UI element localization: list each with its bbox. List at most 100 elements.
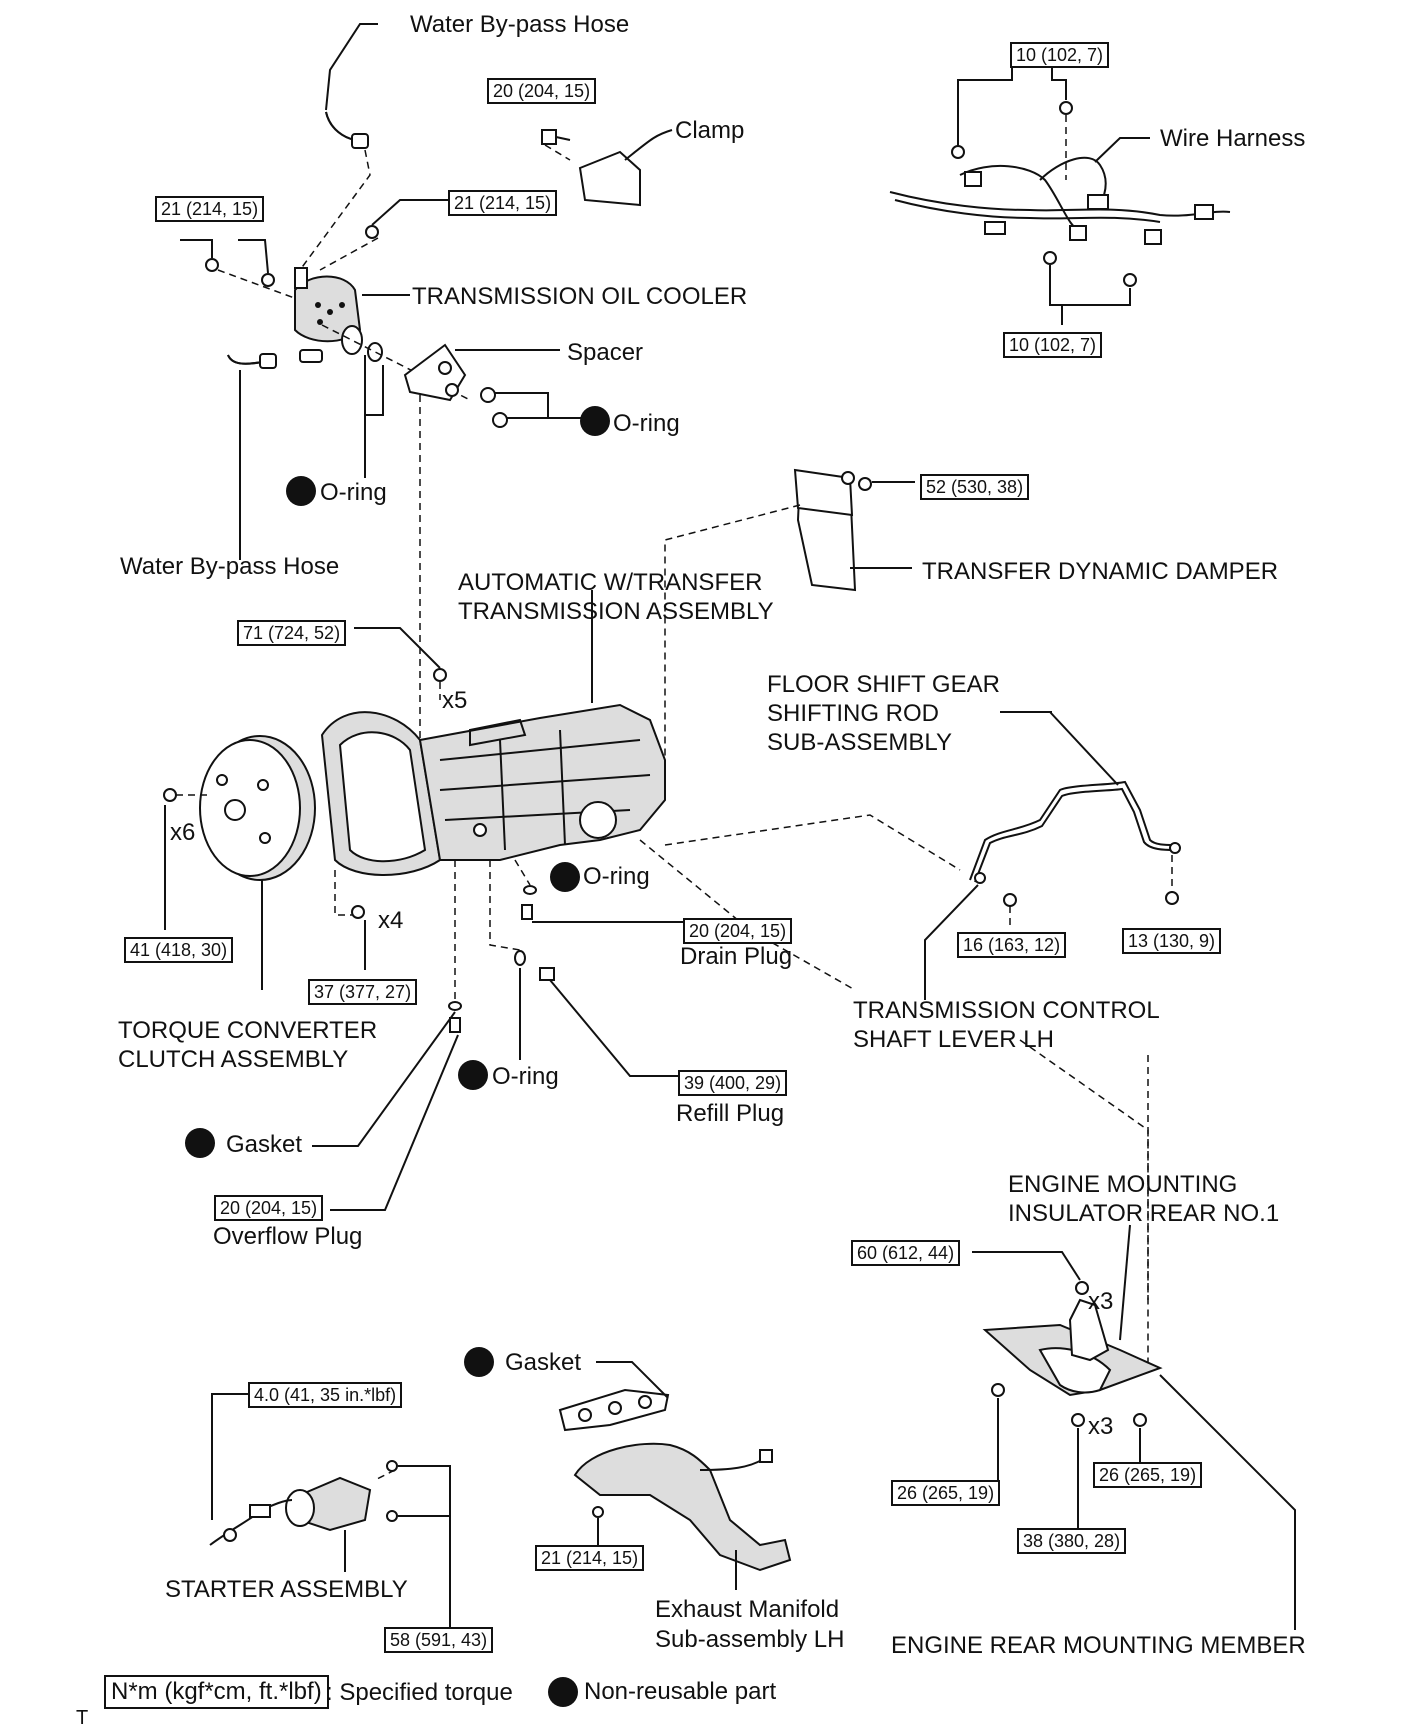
label-emi-line1: ENGINE MOUNTING <box>1008 1171 1238 1198</box>
label-spacer: Spacer <box>567 339 644 366</box>
torque-box: 60 (612, 44) <box>851 1240 961 1266</box>
label-x6: x6 <box>170 819 196 846</box>
bolt-icon <box>1075 1281 1089 1295</box>
non-reusable-icon <box>548 1677 578 1707</box>
label-clamp: Clamp <box>675 117 745 144</box>
torque-box: 21 (214, 15) <box>535 1545 645 1571</box>
overflow-plug-icon <box>449 1017 461 1033</box>
label-torque-conv-line2: CLUTCH ASSEMBLY <box>118 1046 349 1073</box>
label-x4: x4 <box>378 907 404 934</box>
nut-icon <box>1003 893 1017 907</box>
label-starter-assembly: STARTER ASSEMBLY <box>165 1576 408 1603</box>
torque-box: 21 (214, 15) <box>448 190 558 216</box>
water-bypass-hose-top-part <box>325 23 378 149</box>
non-reusable-icon <box>185 1128 215 1158</box>
label-gasket-overflow: Gasket <box>226 1131 303 1158</box>
label-drain-plug: Drain Plug <box>680 943 793 970</box>
o-ring-icon <box>514 950 526 966</box>
transmission-oil-cooler-part <box>294 267 410 363</box>
label-wire-harness: Wire Harness <box>1160 125 1306 152</box>
label-overflow-plug: Overflow Plug <box>213 1223 363 1250</box>
o-ring-icon <box>523 885 537 895</box>
label-refill-plug: Refill Plug <box>676 1100 785 1127</box>
torque-box: 20 (204, 15) <box>487 78 597 104</box>
label-tcs-line2: SHAFT LEVER LH <box>853 1026 1054 1053</box>
o-ring-icon <box>480 387 496 403</box>
label-auto-trans-line2: TRANSMISSION ASSEMBLY <box>458 598 774 625</box>
starter-assembly-part <box>209 1460 398 1546</box>
label-exhaust-line2: Sub-assembly LH <box>655 1626 845 1653</box>
label-exhaust-line1: Exhaust Manifold <box>655 1596 840 1623</box>
bolt-icon <box>261 273 275 287</box>
torque-box: 10 (102, 7) <box>1010 42 1110 68</box>
label-transfer-dynamic-damper: TRANSFER DYNAMIC DAMPER <box>922 558 1279 585</box>
bolt-icon <box>592 1506 604 1518</box>
label-transmission-oil-cooler: TRANSMISSION OIL COOLER <box>412 283 748 310</box>
torque-box: 38 (380, 28) <box>1017 1528 1127 1554</box>
torque-box: 41 (418, 30) <box>124 937 234 963</box>
legend-unit-box: N*m (kgf*cm, ft.*lbf) <box>104 1675 329 1709</box>
legend-specified-torque: : Specified torque <box>326 1679 513 1706</box>
torque-box: 16 (163, 12) <box>957 932 1067 958</box>
non-reusable-icon <box>458 1060 488 1090</box>
bolt-icon <box>205 258 219 272</box>
label-floor-shift-line2: SHIFTING ROD <box>767 700 939 727</box>
nut-icon <box>1165 891 1179 905</box>
label-tcs-line1: TRANSMISSION CONTROL <box>853 997 1160 1024</box>
bolt-icon <box>433 668 447 682</box>
torque-box: 20 (204, 15) <box>214 1195 324 1221</box>
gasket-icon <box>448 1001 462 1011</box>
exhaust-gasket-part <box>558 1388 670 1432</box>
non-reusable-icon <box>286 476 316 506</box>
label-o-ring-refill: O-ring <box>492 1063 559 1090</box>
label-o-ring-cooler: O-ring <box>320 479 387 506</box>
label-emi-line2: INSULATOR REAR NO.1 <box>1008 1200 1280 1227</box>
spacer-part <box>403 343 560 402</box>
bolt-icon <box>163 788 177 802</box>
o-ring-icon <box>341 325 363 355</box>
label-o-ring-drain: O-ring <box>583 863 650 890</box>
bolt-icon <box>365 225 379 239</box>
non-reusable-icon <box>580 406 610 436</box>
torque-box: 20 (204, 15) <box>683 918 793 944</box>
refill-plug-icon <box>539 967 555 981</box>
torque-box: 52 (530, 38) <box>920 474 1030 500</box>
bolt-icon <box>1133 1413 1147 1427</box>
exhaust-manifold-part <box>573 1442 792 1572</box>
label-water-bypass-hose-top: Water By-pass Hose <box>410 11 630 38</box>
engine-rear-mounting-member-part <box>982 1298 1163 1397</box>
label-water-bypass-hose-bottom: Water By-pass Hose <box>120 553 340 580</box>
non-reusable-icon <box>550 862 580 892</box>
torque-box: 26 (265, 19) <box>891 1480 1001 1506</box>
water-bypass-hose-bottom-part <box>227 353 277 560</box>
wire-harness-part <box>889 68 1231 325</box>
transfer-dynamic-damper-part <box>793 468 915 592</box>
torque-box: 21 (214, 15) <box>155 196 265 222</box>
torque-converter-part <box>199 735 316 881</box>
torque-box: 39 (400, 29) <box>678 1070 788 1096</box>
o-ring-icon <box>367 342 383 362</box>
label-x3-bottom: x3 <box>1088 1413 1114 1440</box>
label-engine-rear-member: ENGINE REAR MOUNTING MEMBER <box>891 1632 1306 1659</box>
clamp-part <box>541 129 673 207</box>
bolt-icon <box>991 1383 1005 1397</box>
torque-box: 58 (591, 43) <box>384 1627 494 1653</box>
drain-plug-icon <box>521 904 533 920</box>
non-reusable-icon <box>464 1347 494 1377</box>
torque-box: 10 (102, 7) <box>1003 332 1103 358</box>
label-floor-shift-line3: SUB-ASSEMBLY <box>767 729 952 756</box>
nut-icon <box>1071 1413 1085 1427</box>
bolt-icon <box>351 905 365 919</box>
label-x5: x5 <box>442 687 468 714</box>
torque-box: 71 (724, 52) <box>237 620 347 646</box>
corner-mark: T <box>76 1707 89 1729</box>
torque-box: 37 (377, 27) <box>308 979 418 1005</box>
torque-box: 4.0 (41, 35 in.*lbf) <box>248 1382 403 1408</box>
o-ring-icon <box>492 412 508 428</box>
label-auto-trans-line1: AUTOMATIC W/TRANSFER <box>458 569 763 596</box>
label-torque-conv-line1: TORQUE CONVERTER <box>118 1017 378 1044</box>
legend-non-reusable: Non-reusable part <box>584 1678 777 1705</box>
label-gasket-exhaust: Gasket <box>505 1349 582 1376</box>
